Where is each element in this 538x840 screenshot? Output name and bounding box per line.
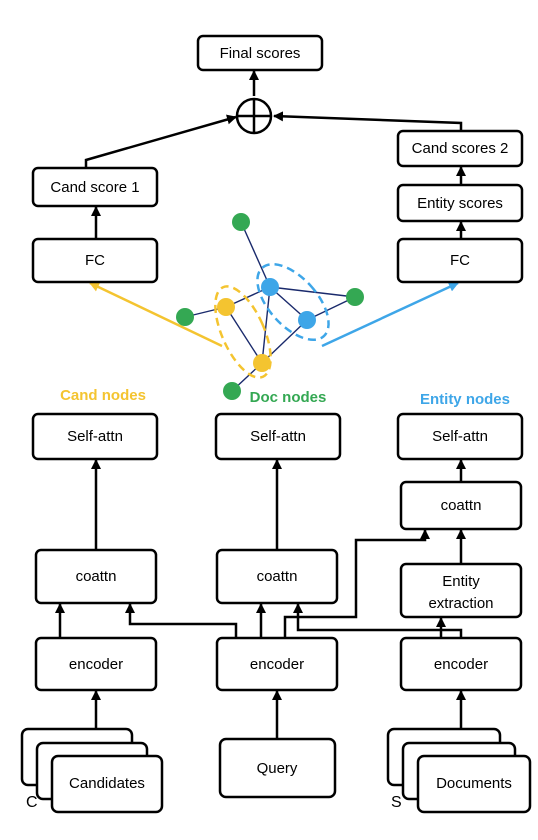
encoder-docs-box: encoder (399, 636, 523, 692)
candidates-stack: Candidates (20, 727, 164, 814)
arrow-entity-nodes-to-fc (321, 281, 459, 348)
doc-node (232, 213, 250, 231)
query-box: Query (218, 737, 337, 799)
entity-nodes-label: Entity nodes (420, 391, 510, 408)
self-attn-doc-box: Self-attn (214, 412, 342, 461)
graph-edge (225, 306, 263, 364)
entity-graph (176, 213, 364, 400)
cand-scores-2-box: Cand scores 2 (396, 129, 524, 168)
encoder-query-label: encoder (250, 656, 304, 673)
encoder-cand-box: encoder (34, 636, 158, 692)
cand-nodes-dashed-group (214, 285, 272, 379)
encoder-docs-label: encoder (434, 656, 488, 673)
doc-node (346, 288, 364, 306)
cand-node (217, 298, 235, 316)
arrow-cand-scores2-to-sum (273, 111, 463, 130)
self-attn-entity-box: Self-attn (396, 412, 524, 461)
cand-scores-2-label: Cand scores 2 (412, 140, 509, 157)
fc-left-box: FC (31, 237, 159, 284)
coattn-entity-box: coattn (399, 480, 523, 531)
cand-node (253, 354, 271, 372)
coattn-doc-box: coattn (215, 548, 339, 605)
fc-right-box: FC (396, 237, 524, 284)
self-attn-cand-box: Self-attn (31, 412, 159, 461)
self-attn-doc-label: Self-attn (250, 428, 306, 445)
encoder-query-box: encoder (215, 636, 339, 692)
fc-left-label: FC (85, 252, 105, 269)
entity-extraction-box: Entity extraction (399, 562, 523, 619)
self-attn-cand-label: Self-attn (67, 428, 123, 445)
final-scores-box: Final scores (196, 34, 324, 72)
cand-nodes-label: Cand nodes (60, 387, 146, 404)
fc-right-label: FC (450, 252, 470, 269)
connections (55, 70, 466, 738)
s-label: S (391, 794, 402, 811)
coattn-cand-box: coattn (34, 548, 158, 605)
coattn-doc-label: coattn (257, 568, 298, 585)
query-label: Query (257, 760, 298, 777)
arrow-cand-nodes-to-fc (89, 281, 223, 348)
arrow-query-to-coattn-cand (125, 603, 238, 637)
entity-scores-box: Entity scores (396, 183, 524, 223)
doc-nodes-label: Doc nodes (250, 389, 327, 406)
self-attn-entity-label: Self-attn (432, 428, 488, 445)
entity-scores-label: Entity scores (417, 195, 503, 212)
entity-extraction-label-2: extraction (428, 595, 493, 612)
entity-extraction-label-1: Entity (442, 573, 480, 590)
documents-stack: Documents (386, 727, 532, 814)
final-scores-label: Final scores (220, 45, 301, 62)
sum-operator (235, 97, 273, 135)
entity-node (298, 311, 316, 329)
entity-nodes-dashed-group (256, 262, 330, 342)
doc-node (176, 308, 194, 326)
coattn-cand-label: coattn (76, 568, 117, 585)
graph-edge (240, 221, 271, 288)
arrow-query-to-coattn-entity (283, 529, 430, 637)
c-label: C (26, 794, 38, 811)
graph-edge (269, 286, 356, 298)
graph-edge (261, 286, 271, 364)
documents-label: Documents (436, 775, 512, 792)
arrow-cand-score-to-sum (84, 114, 237, 167)
doc-node (223, 382, 241, 400)
candidates-label: Candidates (69, 775, 145, 792)
arrow-docs-to-coattn-doc (293, 603, 463, 637)
entity-node (261, 278, 279, 296)
coattn-entity-label: coattn (441, 497, 482, 514)
cand-score-1-label: Cand score 1 (50, 179, 139, 196)
cand-score-1-box: Cand score 1 (31, 166, 159, 208)
encoder-cand-label: encoder (69, 656, 123, 673)
